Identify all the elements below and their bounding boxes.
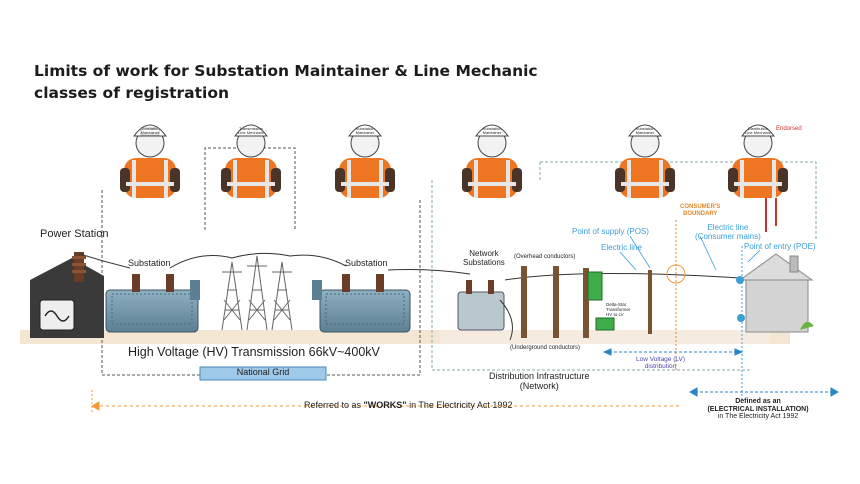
label-distribution-infrastructure: Distribution Infrastructure (Network) [489, 371, 590, 391]
title-line-1: Limits of work for Substation Maintainer… [34, 62, 538, 80]
label-electric-line-1: Electric line [601, 243, 642, 252]
lv-dimension [602, 348, 744, 356]
worker-6 [728, 124, 788, 232]
helmet-label-2: Transmission Line Mechanic [238, 126, 264, 136]
worker-figures [120, 124, 788, 232]
delta-star-transformer-box [587, 271, 603, 301]
installation-dimension [688, 387, 840, 397]
worker-1 [120, 124, 180, 198]
distribution-poles [521, 266, 652, 338]
label-point-of-entry: Point of entry (POE) [744, 242, 816, 251]
transmission-pylons [221, 255, 293, 331]
helmet-label-6: Distribution Line Mechanic [745, 126, 771, 136]
ground-strip-distribution [440, 330, 770, 344]
helmet-label-5: Substation Maintainer [635, 126, 655, 136]
worker-4 [462, 124, 522, 198]
label-point-of-supply: Point of supply (POS) [572, 227, 649, 236]
label-power-station: Power Station [40, 228, 109, 240]
installation-line-3: in The Electricity Act 1992 [717, 413, 799, 421]
label-overhead-conductors: (Overhead conductors) [514, 254, 576, 260]
leader-lines [619, 235, 761, 271]
worker-3 [335, 124, 395, 198]
helmet-label-3: Substation Maintainer [355, 126, 375, 136]
helmet-label-1: Substation Maintainer [140, 126, 160, 136]
label-electric-line-2: Electric line (Consumer mains) [695, 223, 761, 241]
label-consumers-boundary: CONSUMER'S BOUNDARY [680, 204, 721, 217]
national-grid-bar [199, 366, 327, 381]
worker-5 [615, 124, 675, 198]
label-hv-transmission: High Voltage (HV) Transmission 66kV~400k… [128, 345, 380, 359]
label-low-voltage: Low Voltage (LV) distribution [636, 356, 686, 371]
installation-line-1: Defined as an [735, 398, 781, 405]
works-dimension [90, 390, 680, 412]
substation-2 [312, 274, 411, 333]
installation-line-2: (ELECTRICAL INSTALLATION) [707, 405, 809, 413]
page-title: Limits of work for Substation Maintainer… [34, 60, 538, 104]
works-prefix: Referred to as [304, 400, 364, 410]
label-substation-1: Substation [128, 258, 171, 268]
helmet-label-4: Substation Maintainer [482, 126, 502, 136]
label-underground-conductors: (Underground conductors) [510, 345, 581, 351]
ground-transformer [595, 317, 615, 331]
label-network-substations: Network Substations [463, 249, 505, 267]
consumer-house [736, 253, 814, 333]
network-substation [457, 280, 513, 341]
label-substation-2: Substation [345, 258, 388, 268]
label-electrical-installation: Defined as an (ELECTRICAL INSTALLATION) … [688, 398, 828, 421]
hv-line [79, 252, 741, 281]
label-works: Referred to as "WORKS" in The Electricit… [304, 400, 513, 411]
label-national-grid: National Grid [236, 367, 290, 377]
worker-2 [221, 124, 281, 198]
power-station [30, 252, 104, 338]
title-line-2: classes of registration [34, 84, 230, 102]
label-endorsed: Endorsed [776, 126, 802, 132]
label-delta-star-transformer: Delta-Star Transformer HV to LV [606, 302, 631, 317]
substation-1 [105, 274, 200, 333]
works-bold: "WORKS" [363, 400, 407, 410]
works-suffix: in The Electricity Act 1992 [406, 400, 513, 410]
